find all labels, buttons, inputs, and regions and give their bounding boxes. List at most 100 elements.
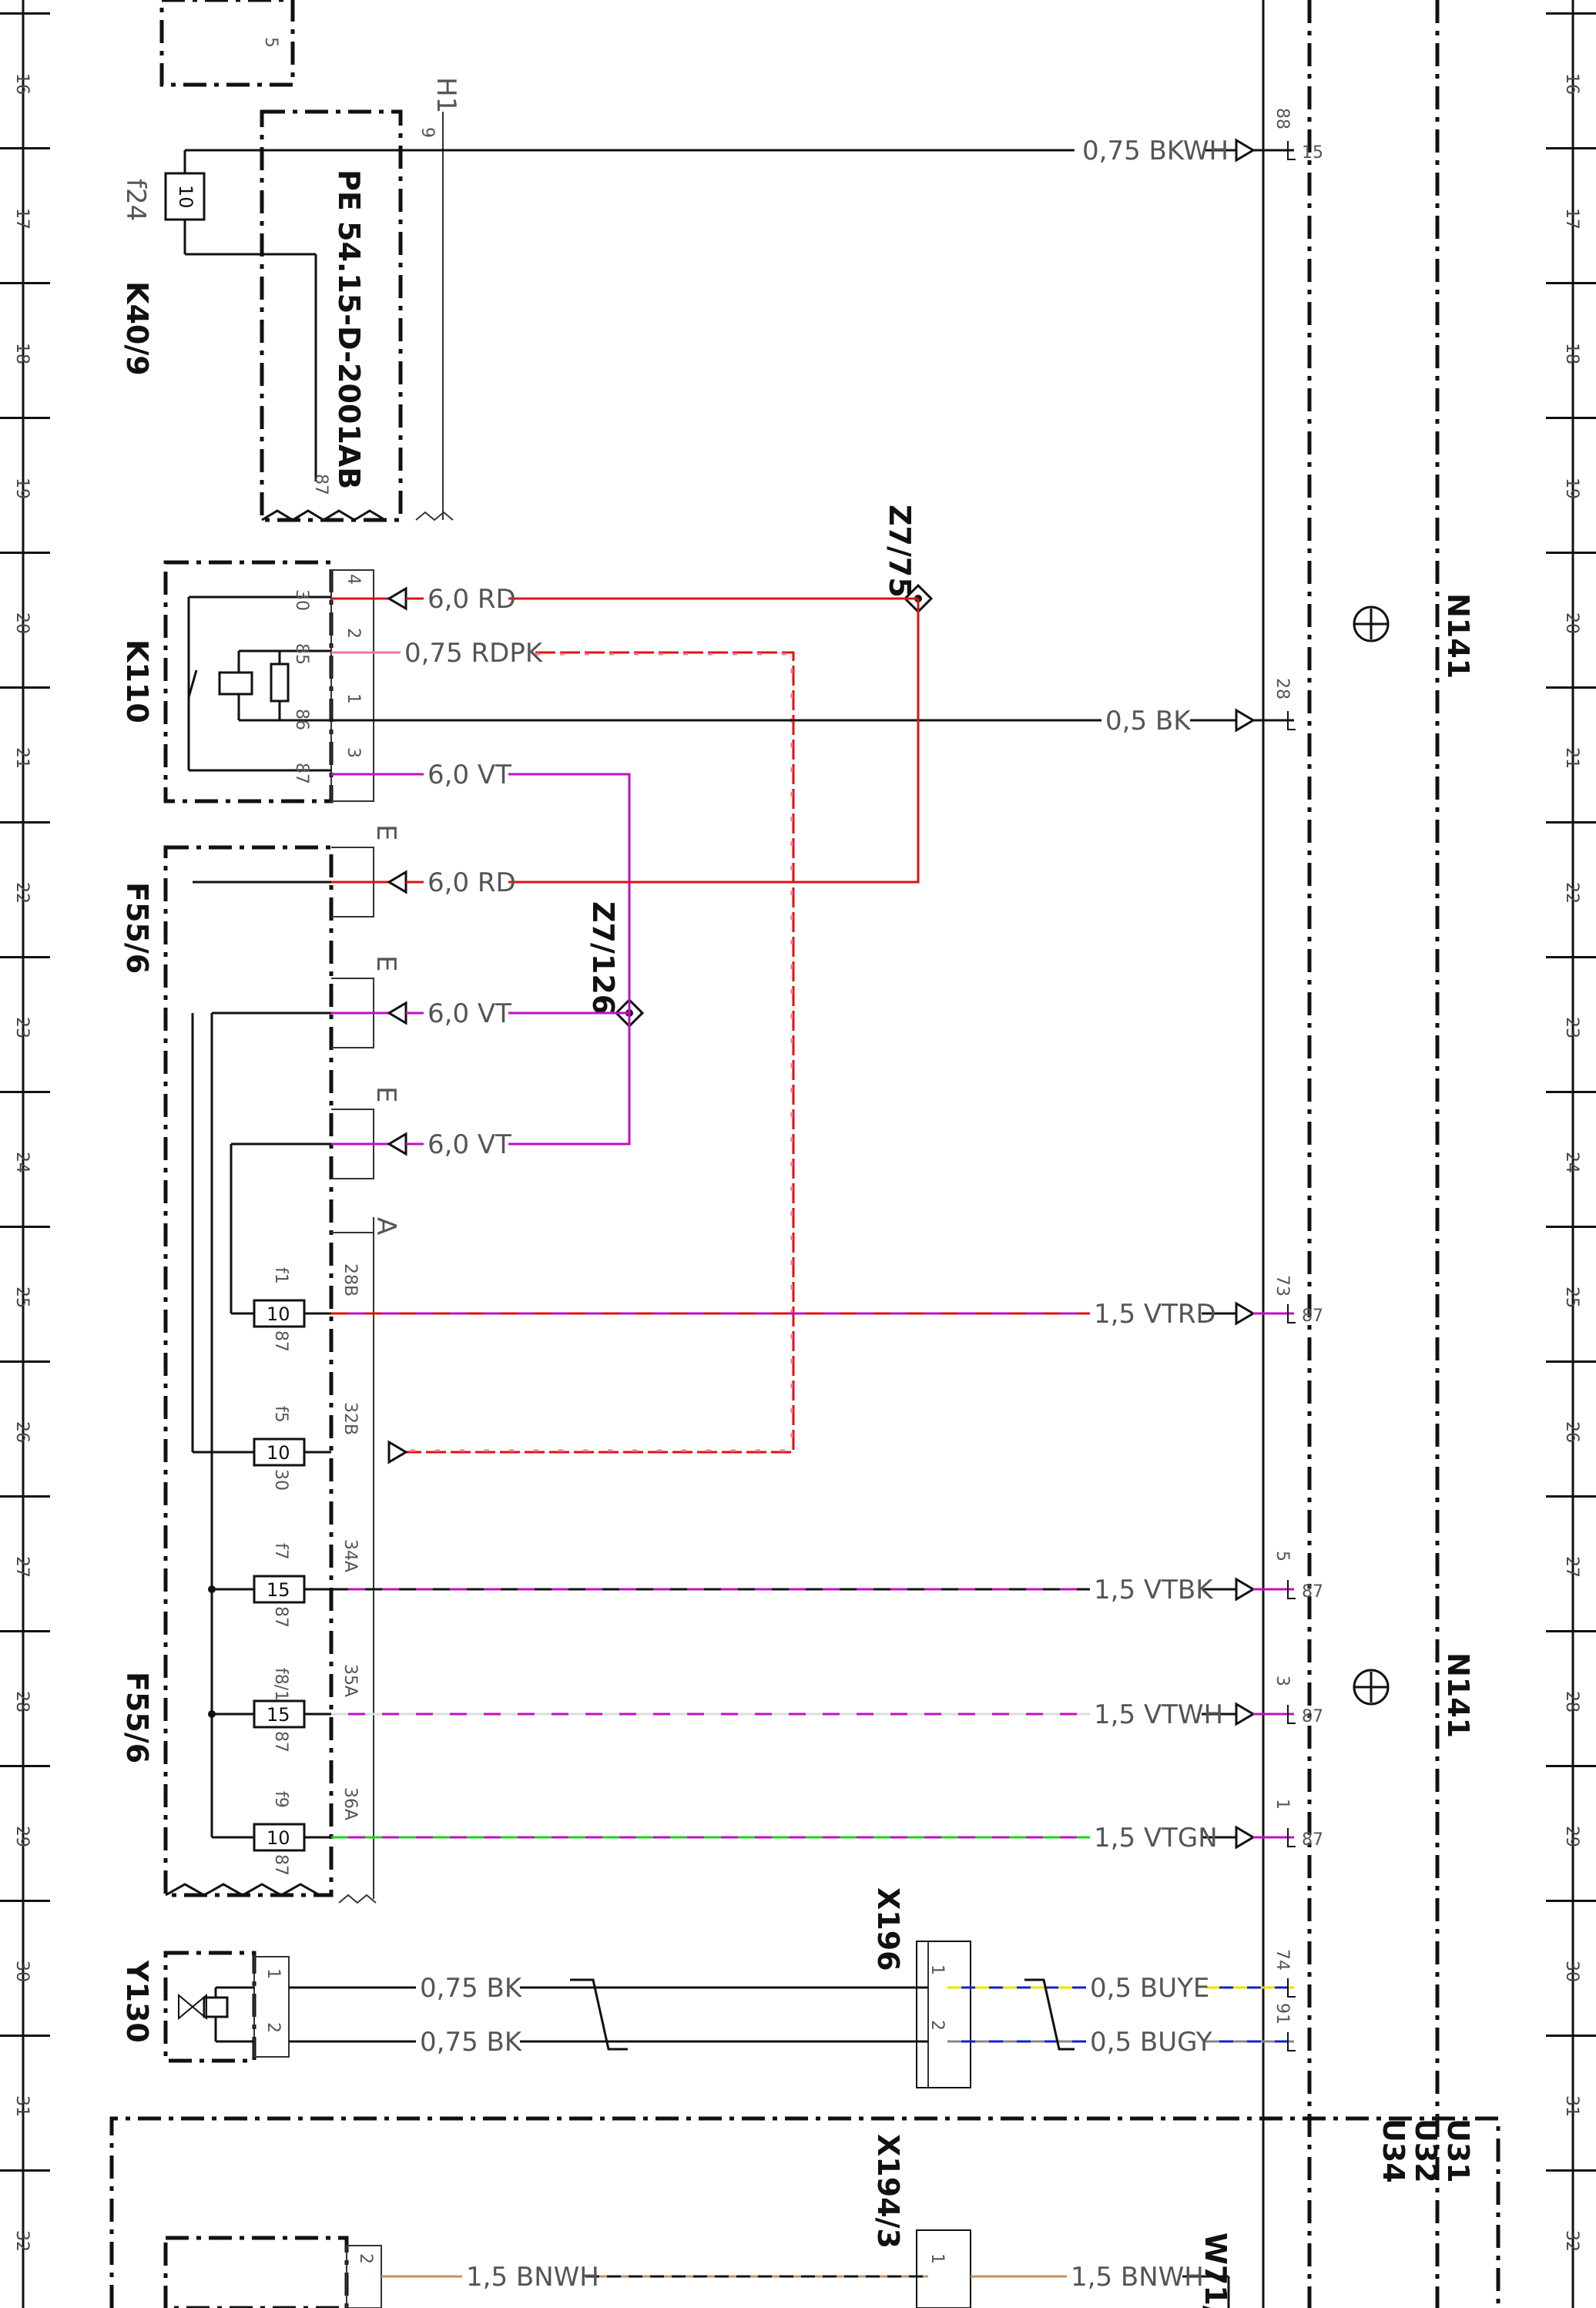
row-number: 20 [12,612,32,634]
wire-label: 6,0 VT [428,1129,511,1160]
row-number: 16 [1562,73,1581,95]
row-number: 27 [1562,1556,1581,1578]
f55-6-label-top: F55/6 [120,882,154,974]
svg-text:1: 1 [927,1964,947,1975]
svg-text:10: 10 [175,185,196,209]
n141-bus [1262,0,1440,2308]
wire-label: 1,5 VTRD [1094,1299,1216,1330]
wire-label: 6,0 VT [428,760,511,790]
connector-pin: 1 [1272,1799,1292,1810]
connector-pin: 91 [1272,2003,1292,2025]
connector-pin: 88 [1272,108,1292,129]
svg-text:A: A [370,1217,401,1235]
row-number: 24 [1562,1152,1581,1173]
wire-label: 0,75 BK [420,2027,523,2058]
connector-pin: 15 [1302,143,1323,163]
fuse-pin: 87 [271,1330,290,1352]
fuse-conn: 28B [340,1263,360,1297]
undefined [406,651,795,1454]
f55-6-fuse-box: E E E A F55/6 F55/6 10f18728B10f53032B15… [120,824,401,1904]
k40-pin87: 87 [311,474,330,495]
wire-label: 6,0 RD [428,867,516,898]
fuse-pin: 87 [271,1606,290,1628]
y130-label: Y130 [120,1960,154,2043]
transistor-icon [1353,606,1390,642]
row-number: 27 [12,1556,32,1578]
wire-label: 0,5 BUGY [1090,2027,1212,2058]
fuse-conn: 32B [340,1402,360,1435]
row-number: 17 [1562,208,1581,230]
fuse-id: f9 [271,1791,290,1808]
pe-note: PE 54.15-D-2001AB [332,169,366,489]
svg-text:1: 1 [263,1968,283,1979]
fuse-value: 10 [267,1303,290,1325]
k40-ref-h1: H1 [431,77,461,113]
connector-pin: 5 [1272,1551,1292,1562]
undefined [508,599,920,884]
svg-text:U31: U31 [1441,2118,1475,2183]
n141-labels: N141 N141 [1353,593,1475,1738]
connector-pin: 3 [1272,1676,1292,1686]
n141-label-bottom: N141 [1441,1652,1475,1738]
row-number: 28 [12,1691,32,1713]
row-number: 31 [1562,2095,1581,2117]
splice-z7-75: Z7/75 [883,505,934,614]
k110-relay: 30 85 86 87 4 2 1 3 K110 [120,560,374,803]
row-number: 18 [12,343,32,364]
splice-z7-126: Z7/126 [586,901,645,1028]
x196-connector: 1 2 X196 [871,1887,971,2088]
k40-9-label: K40/9 [120,281,154,376]
arrow-icon [387,586,407,611]
fuse-id: f5 [271,1406,290,1423]
svg-text:1: 1 [927,2253,947,2264]
row-number: 32 [12,2230,32,2252]
w71-label: W71/ [1199,2233,1232,2308]
svg-text:3: 3 [344,747,363,758]
wire-label: 6,0 RD [428,584,516,615]
u-group-box: U31 U32 U34 [109,2116,1500,2308]
row-number: 19 [12,478,32,499]
connector-pin: 73 [1272,1275,1292,1297]
wire-label: 0,75 BK [420,1973,523,2004]
svg-text:2: 2 [927,2020,947,2031]
fuse-f9 [253,1823,306,1852]
fuse-f8-1 [253,1699,306,1729]
row-number: 26 [12,1421,32,1443]
arrow-icon [387,1132,407,1156]
row-number: 18 [1562,343,1581,364]
svg-text:4: 4 [344,574,363,585]
svg-text:2: 2 [356,2253,375,2264]
row-number: 28 [1562,1691,1581,1713]
svg-text:2: 2 [344,628,363,639]
undefined [570,1978,628,2051]
k40-pin5: 5 [261,37,280,48]
row-number: 20 [1562,612,1581,634]
svg-text:1: 1 [344,693,363,704]
wire-label: 1,5 VTBK [1094,1575,1214,1605]
fuse-id-f24: f24 [120,179,151,221]
row-number: 30 [12,1961,32,1982]
fuse-value: 15 [267,1579,290,1601]
fuse-conn: 34A [340,1539,360,1572]
row-number: 32 [1562,2230,1581,2252]
svg-text:2: 2 [263,2022,283,2033]
wire-label: 1,5 BNWH [466,2262,599,2293]
row-number: 29 [12,1826,32,1847]
svg-text:87: 87 [292,763,311,784]
wire-label: 1,5 VTGN [1094,1823,1218,1853]
row-number: 31 [12,2095,32,2117]
svg-text:85: 85 [292,643,311,665]
row-number: 16 [12,73,32,95]
row-number: 29 [1562,1826,1581,1847]
svg-text:U34: U34 [1376,2118,1410,2183]
row-number: 21 [1562,747,1581,769]
connector-pin: 74 [1272,1949,1292,1971]
row-number: 17 [12,208,32,230]
arrow-icon [387,870,407,894]
svg-text:E: E [370,955,401,971]
undefined [1024,1978,1075,2051]
